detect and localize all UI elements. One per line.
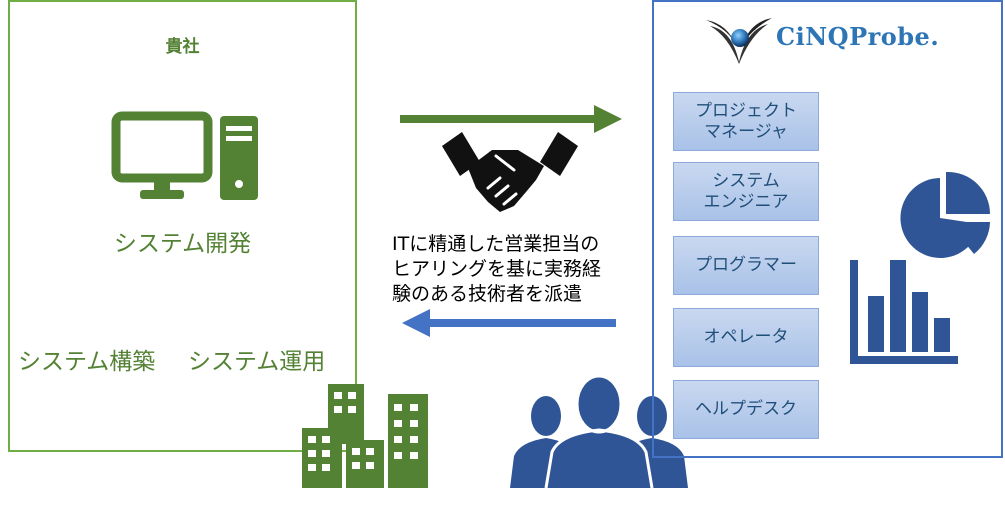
- vendor-box: [652, 0, 1003, 458]
- role-system-engineer: システムエンジニア: [673, 162, 819, 221]
- client-box: [8, 0, 357, 452]
- middle-description: ITに精通した営業担当の ヒアリングを基に実務経 験のある技術者を派遣: [392, 232, 642, 307]
- arrow-left-blue: [402, 309, 616, 337]
- desktop-computer-icon: [111, 111, 258, 200]
- pie-chart-icon: [900, 171, 990, 258]
- role-operator: オペレータ: [673, 308, 819, 367]
- service-system-development: システム開発: [113, 231, 252, 257]
- role-project-manager: プロジェクトマネージャ: [673, 92, 819, 151]
- arrow-right-green: [400, 105, 622, 133]
- role-programmer: プログラマー: [673, 236, 819, 295]
- service-system-construction: システム構築: [18, 349, 156, 375]
- bar-chart-icon: [850, 260, 958, 364]
- cinqprobe-logo-icon: [706, 18, 772, 64]
- handshake-icon: [442, 132, 578, 212]
- middle-line-1: ITに精通した営業担当の: [392, 233, 600, 255]
- people-group-icon: [510, 374, 688, 489]
- middle-line-3: 験のある技術者を派遣: [392, 283, 583, 305]
- buildings-icon: [302, 384, 428, 488]
- middle-line-2: ヒアリングを基に実務経: [392, 258, 602, 280]
- brand-name: CiNQProbe.: [776, 22, 940, 51]
- client-title: 貴社: [165, 37, 200, 57]
- role-helpdesk: ヘルプデスク: [673, 380, 819, 439]
- service-system-operation: システム運用: [188, 349, 326, 375]
